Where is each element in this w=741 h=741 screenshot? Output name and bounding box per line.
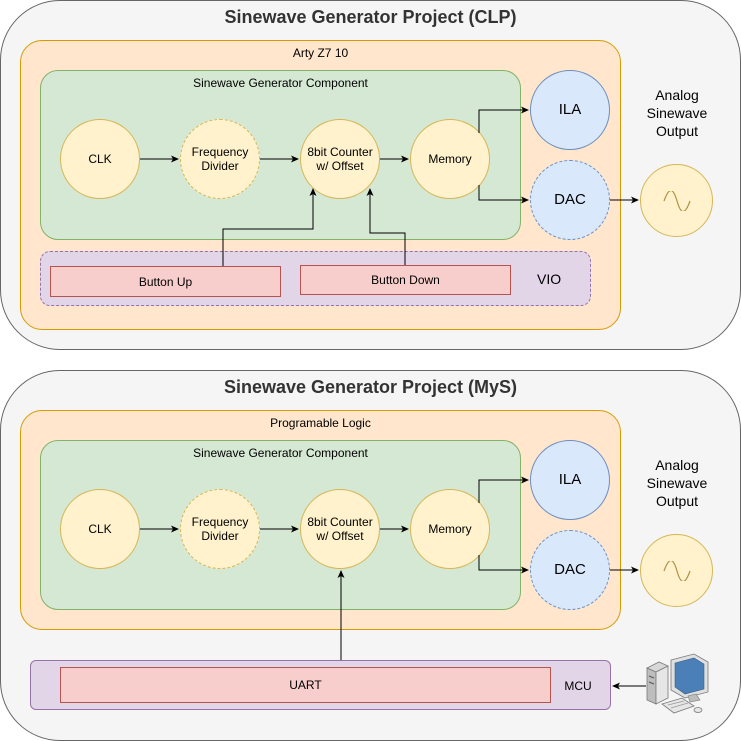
clp-clk-label: CLK [88,152,112,166]
clp-ila-label: ILA [558,101,582,118]
mys-mcu-label: MCU [564,679,592,693]
clp-button-up-label: Button Up [138,274,193,289]
mys-memory-to-ila-arrow [478,476,529,503]
mys-ila-node: ILA [530,440,610,520]
clp-vio-label: VIO [537,271,562,287]
mys-memory-label: Memory [428,522,472,536]
mys-ila-label: ILA [558,471,582,488]
mys-board-label: Programable Logic [270,416,371,430]
clp-button-up-to-counter-arrow [222,188,317,266]
mys-dac-node: DAC [530,530,610,610]
mys-memory-node: Memory [410,489,490,569]
mys-title: Sinewave Generator Project (MyS) [223,377,518,397]
clp-memory-to-ila-arrow [478,106,529,133]
mys-clk-label: CLK [88,522,112,536]
mys-component-label: Sinewave Generator Component [193,446,368,460]
mys-uart-block: UART [60,667,551,703]
mys-uart-label: UART [289,678,322,692]
clp-button-down-label: Button Down [371,273,440,287]
clp-memory-label: Memory [428,152,472,166]
clp-sinewave-output-node [640,164,713,237]
sine-wave-icon [662,560,691,581]
clp-clk-node: CLK [60,119,140,199]
clp-memory-to-dac-arrow [478,185,529,204]
mys-sinewave-output-node [640,534,713,607]
clp-dac-node: DAC [530,160,610,240]
sine-wave-icon [662,190,691,211]
clp-component-label: Sinewave Generator Component [193,76,368,90]
clp-memory-node: Memory [410,119,490,199]
computer-icon [646,653,709,714]
mys-memory-to-dac-arrow [478,555,529,574]
mys-clk-node: CLK [60,489,140,569]
clp-title: Sinewave Generator Project (CLP) [224,7,517,27]
clp-button-down: Button Down [300,265,511,295]
clp-board-label: Arty Z7 10 [292,46,349,60]
clp-ila-node: ILA [530,70,610,150]
clp-button-down-to-counter-arrow [366,188,406,265]
clp-dac-label: DAC [554,191,586,208]
mys-dac-label: DAC [554,561,586,578]
clp-button-up: Button Up [50,266,281,297]
